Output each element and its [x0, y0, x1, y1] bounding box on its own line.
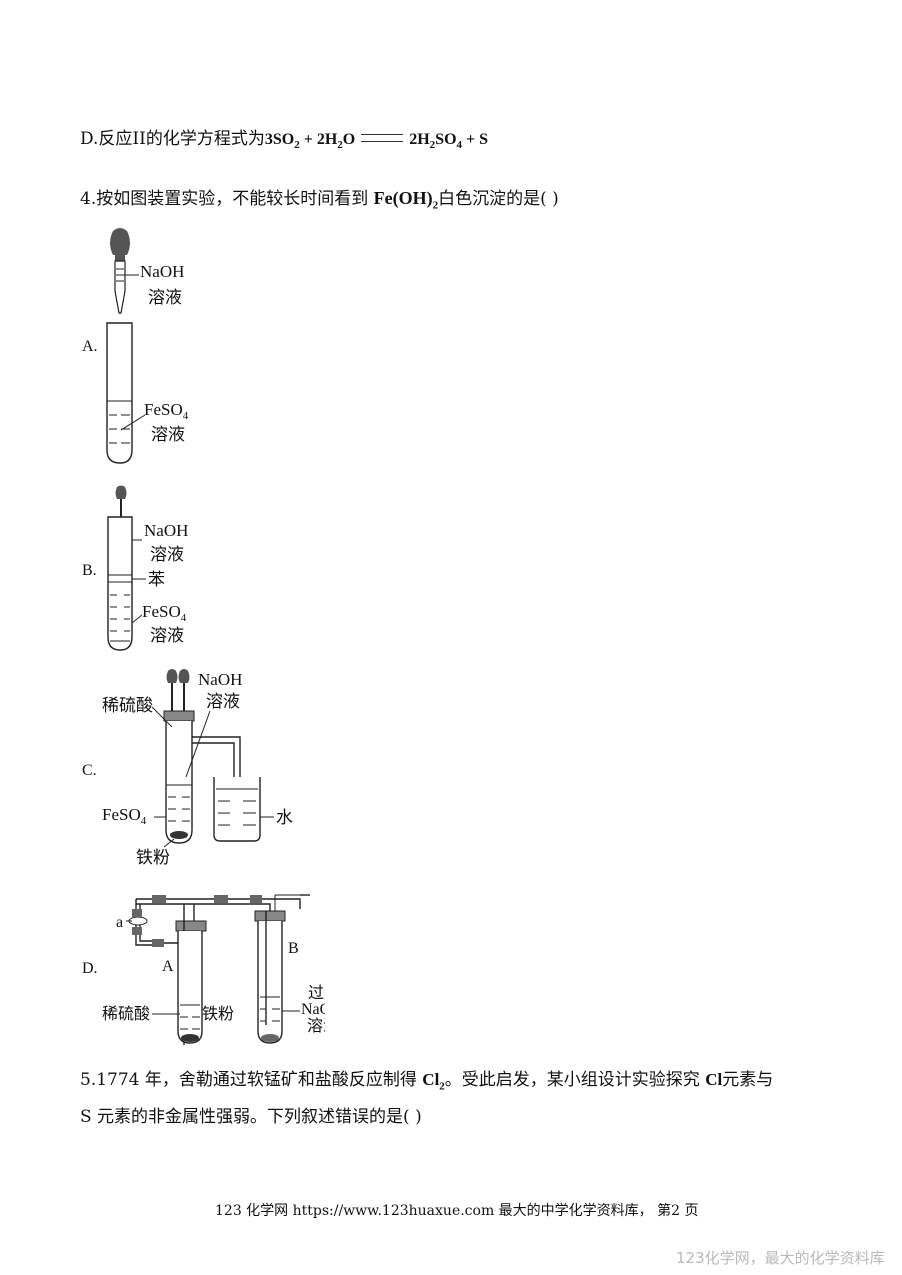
apparatus-b: NaOH 溶液 苯 FeSO4 溶液	[107, 485, 188, 651]
beaker	[213, 777, 261, 842]
cl2-formula: Cl2	[422, 1070, 445, 1093]
b-feso4-solution-label: 溶液	[150, 626, 184, 645]
c-feso4-label: FeSO4	[102, 805, 147, 827]
watermark: 123化学网，最大的化学资料库	[676, 1249, 885, 1267]
apparatus-a: NaOH 溶液 FeSO4 溶液	[106, 228, 189, 464]
option-d-label[interactable]: D.	[82, 960, 98, 977]
b-feso4-label: FeSO4	[142, 602, 187, 624]
d-valve-label: a	[116, 914, 123, 931]
test-tube-a-d	[177, 931, 203, 1044]
cl-symbol: Cl	[705, 1070, 723, 1089]
option-a-label[interactable]: A.	[82, 338, 98, 355]
d-acid-label: 稀硫酸	[102, 1005, 150, 1023]
c-iron-label: 铁粉	[136, 848, 170, 867]
q3-option-d-prefix: D.反应II的化学方程式为	[80, 129, 265, 149]
dropper-tube	[114, 260, 126, 314]
apparatus-c: 水 稀硫酸 NaOH 溶液 FeSO4 铁粉	[102, 669, 293, 867]
b-naoh-solution-label: 溶液	[150, 545, 184, 564]
q5-line-1: 5.1774 年，舍勒通过软锰矿和盐酸反应制得 Cl2。受此启发，某小组设计实验…	[80, 1070, 774, 1093]
dropper-bulb	[110, 228, 130, 255]
d-excess-label: 过量	[308, 984, 325, 1002]
d-naoh-solution-label: 溶液	[307, 1017, 325, 1035]
c-naoh-solution-label: 溶液	[206, 692, 240, 711]
fe-oh-2-formula: Fe(OH)2	[373, 188, 439, 212]
d-iron-label: 铁粉	[202, 1005, 234, 1023]
d-naoh-label: NaOH	[301, 1001, 325, 1018]
c-naoh-label: NaOH	[198, 670, 242, 689]
test-tube-c	[165, 721, 193, 844]
test-tube-b	[107, 516, 133, 651]
page-footer: 123 化学网 https://www.123huaxue.com 最大的中学化…	[215, 1203, 699, 1219]
equals-sign	[361, 134, 404, 143]
a-feso4-label: FeSO4	[144, 400, 189, 422]
test-tube-b-d	[257, 921, 283, 1044]
option-b-label[interactable]: B.	[82, 562, 97, 579]
a-feso4-solution-label: 溶液	[151, 425, 185, 444]
d-tube-a-label: A	[162, 958, 174, 975]
q5-line-2: S 元素的非金属性强弱。下列叙述错误的是( )	[80, 1107, 422, 1127]
c-water-label: 水	[276, 808, 293, 827]
b-naoh-label: NaOH	[144, 521, 188, 540]
c-acid-label: 稀硫酸	[102, 696, 153, 715]
q4-stem: 4.按如图装置实验，不能较长时间看到 Fe(OH)2白色沉淀的是( )	[80, 188, 559, 212]
a-naoh-solution-label: 溶液	[148, 288, 182, 307]
a-naoh-label: NaOH	[140, 262, 184, 281]
d-tube-b-label: B	[288, 940, 299, 957]
test-tube-a	[106, 322, 133, 464]
apparatus-d: a A B 稀硫酸 铁粉 过量 NaOH 溶液	[102, 894, 325, 1045]
option-c-label[interactable]: C.	[82, 762, 97, 779]
b-benzene-label: 苯	[148, 570, 165, 589]
